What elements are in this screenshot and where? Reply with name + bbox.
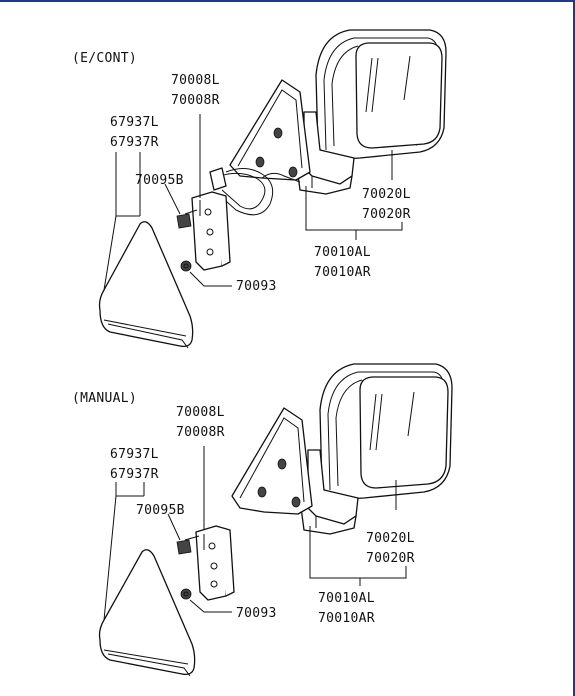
section-manual: (MANUAL) [72, 363, 453, 677]
wiring-harness [209, 167, 301, 216]
label-housing-left: 70008L [176, 405, 225, 420]
leader-lines [103, 114, 403, 291]
label-cover-left: 67937L [110, 115, 159, 130]
label-glass-right: 70020R [366, 551, 415, 566]
section-econt: (E/CONT) [72, 29, 447, 349]
label-cover-right: 67937R [110, 467, 159, 482]
label-assy-left: 70010AL [318, 591, 375, 606]
label-assy-right: 70010AR [314, 265, 371, 280]
label-bolt-upper: 70095B [136, 503, 185, 518]
label-housing-right: 70008R [176, 425, 225, 440]
bolt-70093 [180, 260, 192, 272]
corner-cover [98, 221, 194, 349]
label-bolt-lower: 70093 [236, 606, 277, 621]
bolt-70095b [176, 535, 200, 555]
label-housing-left: 70008L [171, 73, 220, 88]
label-glass-left: 70020L [366, 531, 415, 546]
base-plate [229, 79, 311, 181]
bolt-70093 [180, 588, 192, 600]
label-bolt-lower: 70093 [236, 279, 277, 294]
corner-cover [98, 549, 196, 677]
mirror-head [315, 29, 447, 159]
bolt-70095b [176, 209, 198, 229]
label-assy-left: 70010AL [314, 245, 371, 260]
mirror-head [319, 363, 453, 499]
leader-lines [103, 446, 407, 621]
section-title: (E/CONT) [72, 51, 137, 66]
label-glass-right: 70020R [362, 207, 411, 222]
label-glass-left: 70020L [362, 187, 411, 202]
section-title: (MANUAL) [72, 391, 137, 406]
label-assy-right: 70010AR [318, 611, 375, 626]
label-bolt-upper: 70095B [135, 173, 184, 188]
label-housing-right: 70008R [171, 93, 220, 108]
mirror-base [295, 111, 355, 195]
label-cover-left: 67937L [110, 447, 159, 462]
base-plate [231, 407, 313, 515]
mirror-base [299, 449, 359, 535]
label-cover-right: 67937R [110, 135, 159, 150]
hinge-bracket [191, 191, 231, 271]
hinge-bracket [195, 525, 235, 601]
